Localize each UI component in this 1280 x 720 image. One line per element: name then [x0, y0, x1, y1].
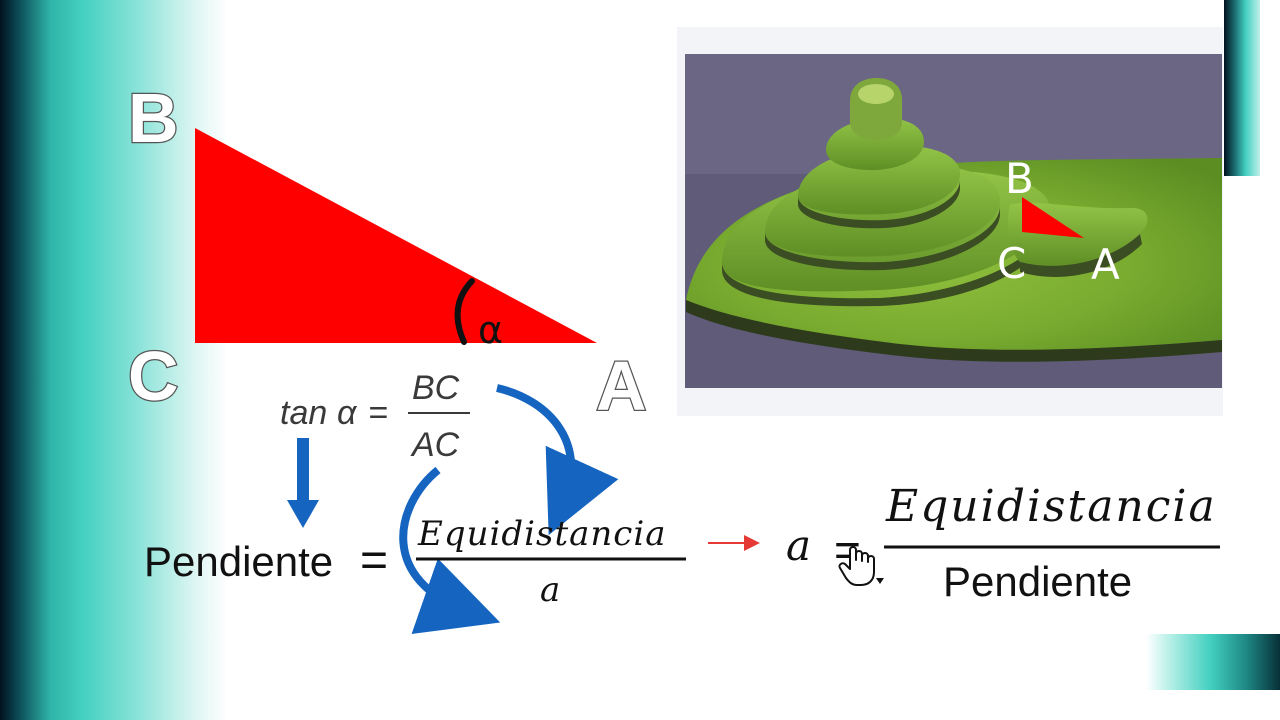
hill-model-photo	[685, 54, 1222, 388]
bottom-right-gradient-band	[1146, 634, 1280, 690]
result-formula-denominator: Pendiente	[943, 558, 1132, 605]
vertex-a-label: A	[596, 347, 647, 425]
hand-pointer-icon	[838, 546, 884, 586]
slope-formula-equals: =	[360, 534, 388, 587]
left-gradient-band	[0, 0, 228, 720]
result-formula-numerator: Equidistancia	[885, 481, 1217, 532]
tan-denominator: AC	[410, 426, 460, 464]
tan-angle-label: α	[337, 394, 358, 432]
tan-function-label: tan	[280, 394, 327, 432]
curved-arrow-bc	[496, 384, 619, 536]
right-triangle	[195, 128, 597, 343]
down-arrow-head	[287, 500, 319, 528]
photo-slope-marker	[1022, 197, 1084, 238]
curved-arrow-ac	[399, 466, 501, 634]
photo-label-c: C	[997, 239, 1026, 288]
slope-formula-lhs: Pendiente	[144, 538, 333, 585]
photo-label-b: B	[1005, 154, 1034, 203]
angle-alpha-label: α	[478, 308, 503, 352]
slope-formula-denominator: a	[540, 570, 560, 610]
vertex-c-label: C	[128, 337, 179, 415]
vertex-b-label: B	[128, 79, 179, 157]
angle-arc	[454, 278, 475, 345]
tan-equals: =	[368, 394, 388, 432]
photo-label-a: A	[1091, 240, 1120, 289]
result-formula-lhs: a	[786, 521, 811, 570]
slope-formula-numerator: Equidistancia	[417, 514, 666, 554]
tan-numerator: BC	[412, 369, 460, 407]
right-gradient-band	[1224, 0, 1260, 176]
